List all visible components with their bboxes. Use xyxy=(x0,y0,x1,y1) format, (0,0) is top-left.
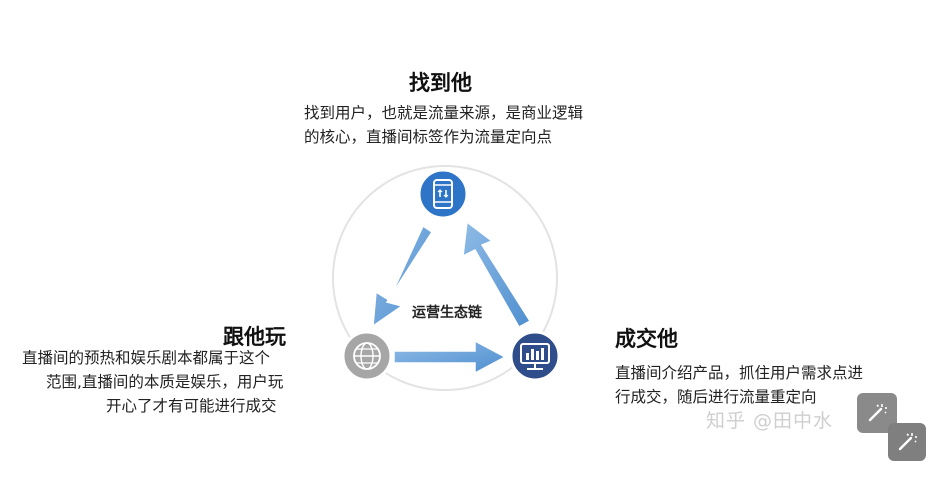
magic-wand-icon xyxy=(868,404,887,422)
right-title: 成交他 xyxy=(615,327,678,351)
node-play-with-user xyxy=(341,330,393,382)
left-desc-line-2: 范围,直播间的本质是娱乐，用户玩 xyxy=(46,373,284,391)
watermark: 知乎 @田中水 xyxy=(706,410,834,432)
center-label: 运营生态链 xyxy=(412,305,482,321)
phone-icon xyxy=(433,179,453,209)
monitor-icon xyxy=(520,343,550,370)
arrow-left-to-right xyxy=(393,339,507,375)
top-description: 找到用户，也就是流量来源，是商业逻辑 的核心，直播间标签作为流量定向点 xyxy=(304,101,634,149)
cycle-ring xyxy=(332,165,558,391)
left-desc-line-1: 直播间的预热和娱乐剧本都属于这个 xyxy=(22,349,271,367)
globe-icon xyxy=(353,342,381,370)
arrow-top-to-left xyxy=(372,224,434,328)
left-title: 跟他玩 xyxy=(223,325,286,349)
right-desc-line-2: 行成交，随后进行流量重定向 xyxy=(615,388,817,406)
top-desc-line-1: 找到用户，也就是流量来源，是商业逻辑 xyxy=(304,104,584,122)
node-close-deal xyxy=(509,330,561,382)
left-description: 直播间的预热和娱乐剧本都属于这个 范围,直播间的本质是娱乐，用户玩 开心了才有可… xyxy=(22,346,322,418)
right-description: 直播间介绍产品，抓住用户需求点进 行成交，随后进行流量重定向 xyxy=(615,361,915,409)
node-find-user xyxy=(417,168,469,220)
top-desc-line-2: 的核心，直播间标签作为流量定向点 xyxy=(304,128,553,146)
left-desc-line-3: 开心了才有可能进行成交 xyxy=(106,397,277,415)
magic-tool-button-2[interactable] xyxy=(888,423,926,461)
arrow-right-to-top xyxy=(462,220,532,329)
magic-wand-icon xyxy=(898,433,917,451)
top-title: 找到他 xyxy=(409,71,472,95)
right-desc-line-1: 直播间介绍产品，抓住用户需求点进 xyxy=(615,364,864,382)
